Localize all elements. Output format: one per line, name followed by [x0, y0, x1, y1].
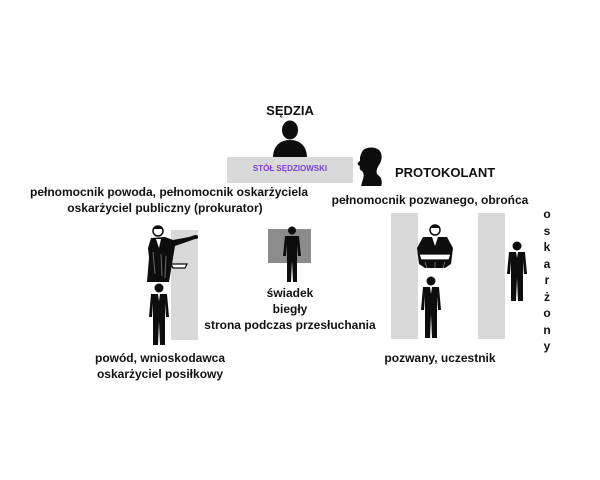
lawyer-in-gown-icon [147, 225, 198, 282]
witness-label-line1: świadek [266, 286, 314, 300]
accused-icon [507, 241, 527, 301]
left-attorney-label-line2: oskarżyciel publiczny (prokurator) [67, 201, 263, 215]
right-attorney-label: pełnomocnik pozwanego, obrońca [331, 193, 529, 207]
recorder-icon [357, 147, 382, 186]
witness-label-line3: strona podczas przesłuchania [204, 318, 376, 332]
judge-table-label: STÓŁ SĘDZIOWSKI [252, 164, 328, 173]
witness-icon [283, 226, 301, 282]
judge-label: SĘDZIA [266, 103, 314, 118]
defendant-bench [391, 213, 418, 339]
left-attorney-label-line1: pełnomocnik powoda, pełnomocnik oskarżyc… [30, 185, 309, 199]
defendant-label: pozwany, uczestnik [384, 351, 496, 365]
plaintiff-label-line2: oskarżyciel posiłkowy [96, 367, 224, 381]
witness-label-line2: biegły [272, 302, 308, 316]
accused-bench [478, 213, 505, 339]
plaintiff-label-line1: powód, wnioskodawca [94, 351, 225, 365]
judge-icon [273, 120, 307, 158]
accused-label: o s k a r ż o n y [543, 207, 551, 353]
plaintiff-bench [171, 230, 198, 340]
recorder-label: PROTOKOLANT [395, 165, 496, 180]
defendant-icon [421, 276, 441, 338]
plaintiff-icon [149, 283, 169, 345]
defense-lawyer-icon [417, 224, 453, 269]
judge-table [227, 157, 353, 183]
